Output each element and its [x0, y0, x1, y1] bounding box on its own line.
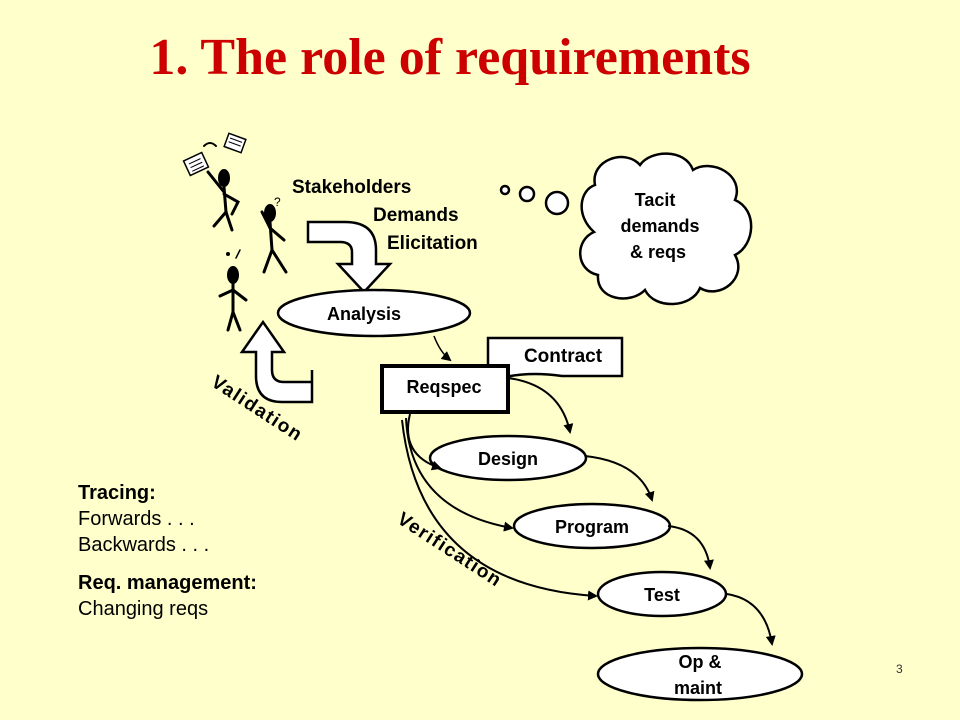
- page-number: 3: [896, 662, 903, 676]
- test-node: [596, 570, 728, 618]
- contract-label: Contract: [524, 346, 603, 367]
- program-label: Program: [555, 517, 629, 537]
- stakeholder-figure-3-icon: [218, 249, 248, 332]
- verification-label: Verification: [393, 509, 505, 592]
- opmaint-line-2: maint: [674, 678, 722, 698]
- cloud-line-2: demands: [620, 216, 699, 236]
- slide-title: 1. The role of requirements: [149, 29, 751, 86]
- verification-arrows: [401, 413, 598, 601]
- elicitation-arrow-icon: [306, 220, 393, 294]
- opmaint-line-1: Op &: [679, 652, 722, 672]
- test-label: Test: [644, 585, 680, 605]
- cloud-line-3: & reqs: [630, 242, 686, 262]
- tracing-backwards: Backwards . . .: [78, 534, 210, 556]
- design-label: Design: [478, 449, 538, 469]
- design-node: [428, 434, 588, 482]
- tacit-cloud-shape: [579, 152, 753, 306]
- elicitation-label: Elicitation: [387, 233, 478, 254]
- req-management-item: Changing reqs: [78, 598, 209, 620]
- analysis-to-reqspec-arrow: [433, 335, 452, 362]
- validation-arrow-icon: [239, 319, 314, 404]
- stakeholder-figure-2-icon: ?: [260, 195, 288, 274]
- tracing-forwards: Forwards . . .: [78, 508, 195, 530]
- reqspec-label: Reqspec: [406, 377, 481, 397]
- stakeholders-label: Stakeholders: [292, 177, 411, 198]
- tracing-block: Tracing: Forwards . . . Backwards . . . …: [78, 480, 257, 622]
- reqspec-box: [380, 364, 510, 414]
- demands-label: Demands: [373, 205, 459, 226]
- analysis-node: [276, 288, 472, 338]
- svg-text:?: ?: [274, 195, 281, 209]
- cloud-line-1: Tacit: [635, 190, 676, 210]
- stakeholder-figures: ?: [182, 132, 288, 332]
- tracing-heading: Tracing:: [78, 482, 156, 504]
- thought-bubbles: [499, 184, 570, 216]
- stakeholder-figure-1-icon: [182, 132, 247, 232]
- opmaint-node: [596, 646, 804, 702]
- stage-arrows: [507, 377, 776, 646]
- analysis-label: Analysis: [327, 304, 401, 324]
- req-management-heading: Req. management:: [78, 572, 257, 594]
